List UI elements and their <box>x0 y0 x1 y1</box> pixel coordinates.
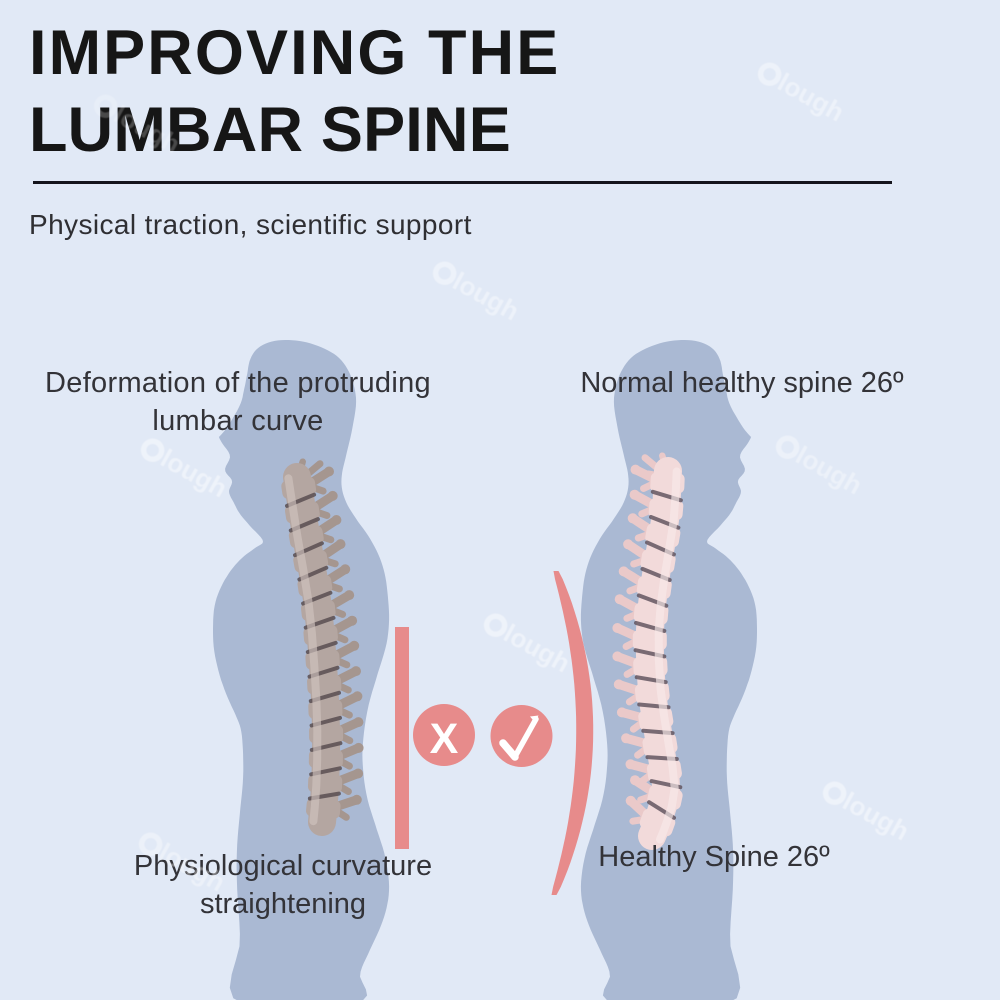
svg-text:lough: lough <box>838 786 914 847</box>
svg-text:X: X <box>430 715 459 763</box>
svg-text:lough: lough <box>791 440 867 501</box>
svg-text:lough: lough <box>773 67 849 128</box>
svg-text:lough: lough <box>109 99 185 160</box>
svg-text:lough: lough <box>154 837 230 898</box>
svg-text:lough: lough <box>499 618 575 679</box>
svg-text:lough: lough <box>448 266 524 327</box>
svg-text:lough: lough <box>156 443 232 504</box>
